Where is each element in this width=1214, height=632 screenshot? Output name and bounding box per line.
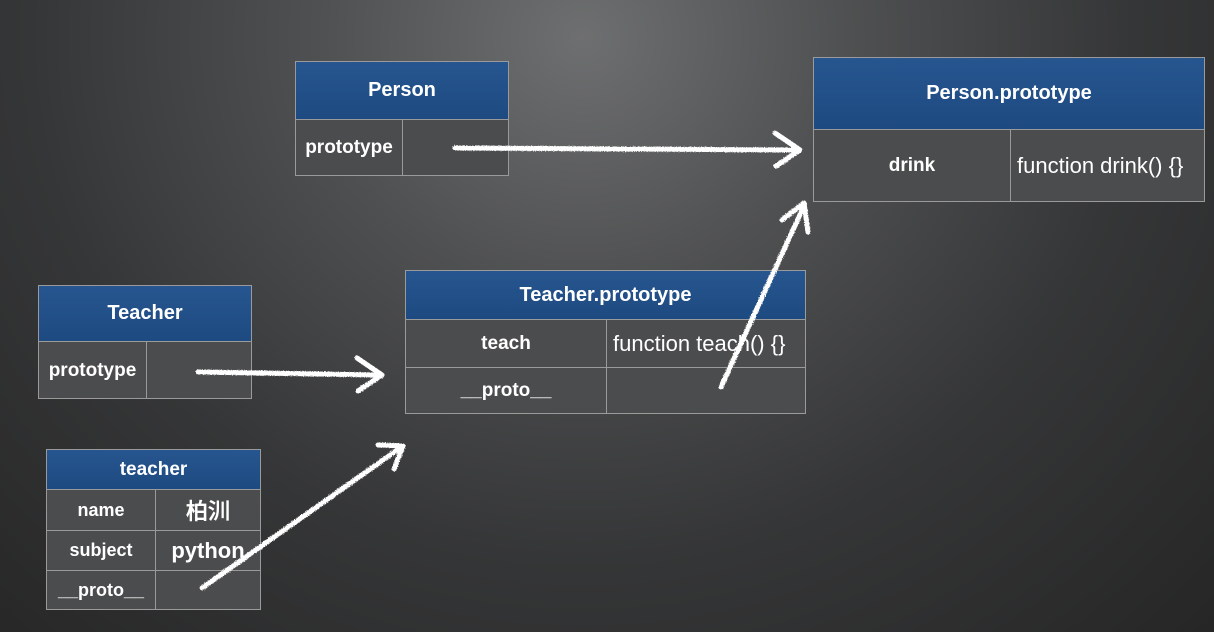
- teacher-prototype-box: Teacher.prototype teach function teach()…: [405, 270, 806, 414]
- person-row-prototype: prototype: [296, 120, 508, 176]
- teacher-prototype-key: prototype: [48, 359, 137, 381]
- teacher-prototype-proto-key: __proto__: [460, 380, 552, 401]
- person-title: Person: [296, 62, 508, 120]
- name-key: name: [77, 499, 125, 520]
- subject-key: subject: [69, 540, 133, 560]
- teacher-prototype-proto-value: [606, 368, 805, 414]
- person-box: Person prototype: [295, 61, 509, 176]
- teacher-constructor-title: Teacher: [39, 286, 251, 342]
- teacher-instance-title: teacher: [47, 450, 260, 490]
- teacher-instance-row-subject: subject python: [47, 530, 260, 570]
- teacher-constructor-box: Teacher prototype: [38, 285, 252, 399]
- teach-key: teach: [481, 332, 531, 354]
- teacher-prototype-row-proto: __proto__: [406, 367, 805, 414]
- person-prototype-value: [402, 120, 508, 176]
- teacher-instance-row-proto: __proto__: [47, 570, 260, 610]
- person-prototype-title: Person.prototype: [814, 58, 1204, 130]
- teacher-instance-row-name: name 柏汌: [47, 490, 260, 530]
- teacher-instance-proto-value: [155, 571, 260, 610]
- name-value: 柏汌: [155, 490, 260, 530]
- teacher-instance-box: teacher name 柏汌 subject python __proto__: [46, 449, 261, 610]
- drink-value: function drink() {}: [1010, 130, 1204, 202]
- teach-value: function teach() {}: [606, 320, 805, 367]
- subject-value: python: [155, 531, 260, 570]
- teacher-prototype-value: [146, 342, 251, 399]
- person-prototype-box: Person.prototype drink function drink() …: [813, 57, 1205, 202]
- teacher-constructor-row-prototype: prototype: [39, 342, 251, 399]
- teacher-prototype-title: Teacher.prototype: [406, 271, 805, 320]
- drink-key: drink: [888, 155, 936, 176]
- teacher-prototype-row-teach: teach function teach() {}: [406, 320, 805, 367]
- teacher-instance-proto-key: __proto__: [57, 580, 145, 600]
- person-prototype-row-drink: drink function drink() {}: [814, 130, 1204, 202]
- person-prototype-key: prototype: [305, 137, 393, 158]
